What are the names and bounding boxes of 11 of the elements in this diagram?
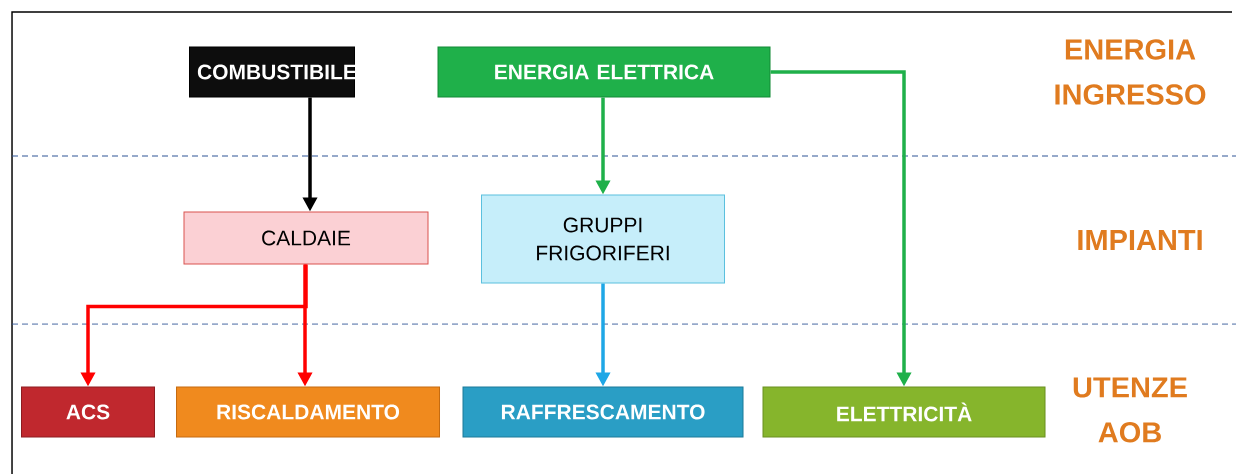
box: COMBUSTIBILE <box>189 46 356 98</box>
box: RAFFRESCAMENTO <box>462 386 744 438</box>
section-label: ENERGIA INGRESSO <box>1055 39 1206 105</box>
box: RISCALDAMENTO <box>176 386 440 438</box>
box: GRUPPI FRIGORIFERI <box>481 194 725 284</box>
box: ACS <box>21 386 155 438</box>
box: ENERGIA ELETTRICA <box>437 46 771 98</box>
box: ELETTRICITÀ <box>762 386 1046 438</box>
box: CALDAIE <box>183 211 429 265</box>
section-label: UTENZE AOB <box>1073 377 1187 443</box>
section-label: IMPIANTI <box>1078 230 1202 250</box>
